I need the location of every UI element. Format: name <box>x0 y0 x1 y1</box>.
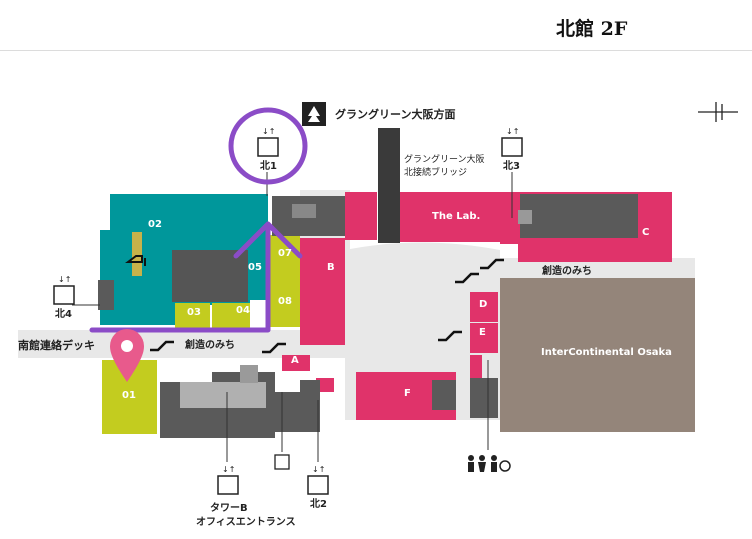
label-sozo-right: 創造のみち <box>542 266 592 277</box>
zone-A-shape[interactable] <box>282 355 310 371</box>
zone-03-shape[interactable] <box>175 303 210 329</box>
label-kita1: 北1 <box>260 161 277 172</box>
zone-08: 08 <box>278 296 292 307</box>
label-kita2: 北2 <box>310 499 327 510</box>
zone-03: 03 <box>187 307 201 318</box>
zone-04: 04 <box>236 305 250 316</box>
zone-D: D <box>479 299 488 310</box>
route-circle <box>228 107 308 185</box>
locker-icon <box>274 454 290 470</box>
label-bridge-2: 北接続ブリッジ <box>404 168 468 178</box>
restroom-icon <box>468 455 497 472</box>
svg-text:↓↑: ↓↑ <box>262 127 275 136</box>
zone-B: B <box>327 262 335 273</box>
zone-B-shape[interactable] <box>300 238 345 345</box>
label-kita4: 北4 <box>55 309 72 320</box>
zone-F: F <box>404 388 411 399</box>
zone-thelab-shape[interactable] <box>400 192 500 242</box>
label-grand-green: グラングリーン大阪方面 <box>335 108 456 121</box>
hotel-shape[interactable] <box>500 278 695 432</box>
svg-text:↓↑: ↓↑ <box>506 127 519 136</box>
label-intercontinental: InterContinental Osaka <box>541 347 672 358</box>
zone-02: 02 <box>148 219 162 230</box>
bridge <box>378 128 400 243</box>
svg-text:↓↑: ↓↑ <box>312 465 325 474</box>
elevator-towerb-icon: ↓↑ <box>217 465 239 495</box>
zone-01: 01 <box>122 390 136 401</box>
shop-block <box>172 250 248 302</box>
location-pin-icon <box>110 329 144 382</box>
label-bridge-1: グラングリーン大阪 <box>404 155 485 165</box>
header-divider <box>0 50 752 51</box>
elevator-kita4-icon: ↓↑ <box>53 275 75 305</box>
svg-text:↓↑: ↓↑ <box>222 465 235 474</box>
zone-A: A <box>291 355 299 366</box>
elevator-kita2-icon: ↓↑ <box>307 465 329 495</box>
north-arrow-icon <box>698 102 738 122</box>
zone-04-shape[interactable] <box>212 303 250 329</box>
label-tower-b-1: タワーB <box>210 503 248 514</box>
label-the-lab: The Lab. <box>432 211 481 222</box>
route-arrow <box>89 221 303 333</box>
zone-D-shape[interactable] <box>470 292 498 322</box>
elevator-kita1-icon: ↓↑ <box>257 127 279 157</box>
svg-text:↓↑: ↓↑ <box>58 275 71 284</box>
wheelchair-icon <box>499 460 511 472</box>
zone-E-shape[interactable] <box>470 323 498 353</box>
zone-E: E <box>479 327 486 338</box>
label-south-deck: 南館連絡デッキ <box>18 339 95 352</box>
elevator-kita3-icon: ↓↑ <box>501 127 523 157</box>
zone-C: C <box>642 227 650 238</box>
zone-05: 05 <box>248 262 262 273</box>
zone-07: 07 <box>278 248 292 259</box>
leader-lines <box>72 172 513 462</box>
escalator-icons <box>125 232 504 354</box>
page-title: 北館 2F <box>556 18 628 40</box>
label-tower-b-2: オフィスエントランス <box>196 517 296 528</box>
label-sozo-left: 創造のみち <box>185 340 235 351</box>
label-kita3: 北3 <box>503 161 520 172</box>
